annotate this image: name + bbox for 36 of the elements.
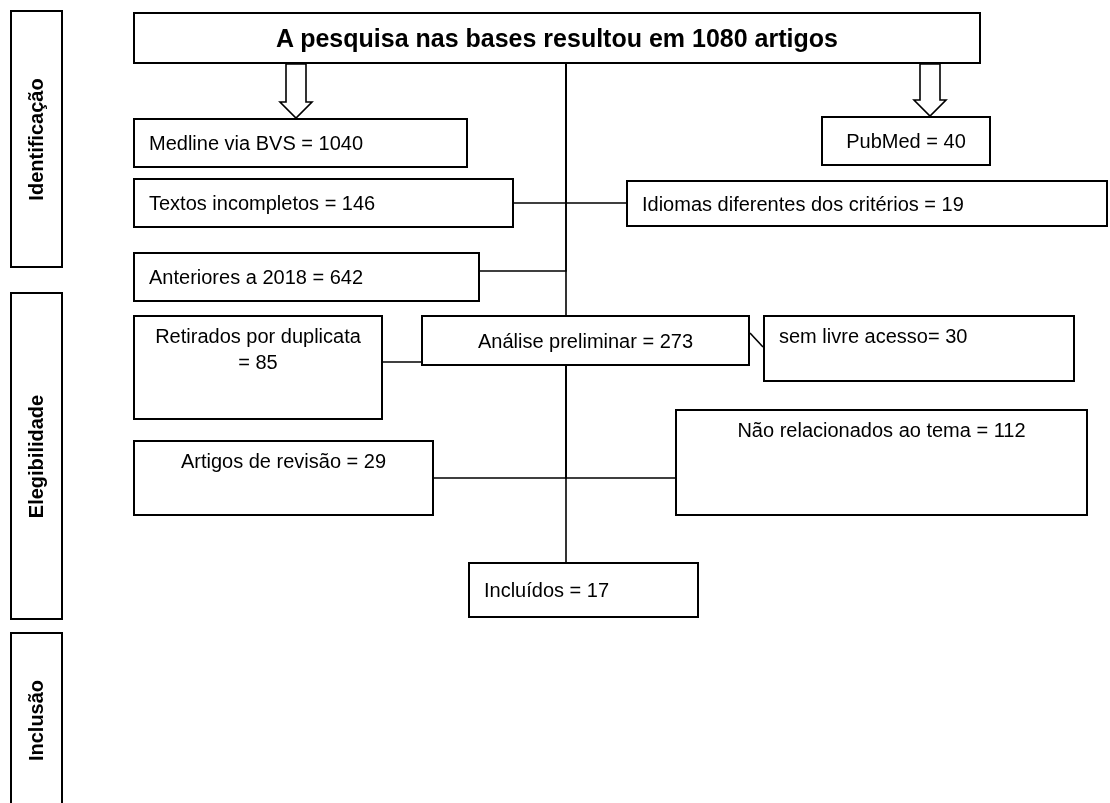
box-text: Medline via BVS = 1040 — [149, 131, 364, 156]
box-text: sem livre acesso= 30 — [779, 324, 968, 349]
process-box — [133, 315, 383, 420]
hollow-arrow — [912, 63, 948, 118]
connector-line — [749, 332, 764, 348]
box-text: Textos incompletos = 146 — [149, 191, 376, 216]
process-box — [675, 409, 1088, 516]
process-box — [626, 180, 1108, 227]
stage-label: Inclusão — [25, 679, 48, 762]
process-box — [468, 562, 699, 618]
process-box — [133, 178, 514, 228]
stage-label: Elegibilidade — [25, 394, 48, 518]
process-box — [763, 315, 1075, 382]
process-box — [133, 440, 434, 516]
process-box — [421, 315, 750, 366]
title-box — [133, 12, 981, 64]
title-text: A pesquisa nas bases resultou em 1080 artigos — [276, 22, 838, 54]
hollow-arrow — [278, 63, 314, 120]
process-box — [133, 118, 468, 168]
box-text: Incluídos = 17 — [484, 578, 610, 603]
connector-line — [565, 365, 567, 563]
connector-line — [382, 361, 422, 363]
box-text: Não relacionados ao tema = 112 — [737, 418, 1026, 443]
stage-band — [10, 632, 63, 803]
stage-band — [10, 292, 63, 620]
box-text: Anteriores a 2018 = 642 — [149, 265, 364, 290]
process-box — [133, 252, 480, 302]
box-text: Artigos de revisão = 29 — [180, 449, 387, 474]
stage-label: Identificação — [25, 77, 48, 201]
process-box — [821, 116, 991, 166]
box-text: Retirados por duplicata = 85 — [154, 324, 362, 375]
stage-band — [10, 10, 63, 268]
box-text: Idiomas diferentes dos critérios = 19 — [642, 191, 964, 217]
box-text: PubMed = 40 — [846, 129, 966, 154]
connector-line — [565, 63, 567, 316]
box-text: Análise preliminar = 273 — [477, 328, 694, 354]
